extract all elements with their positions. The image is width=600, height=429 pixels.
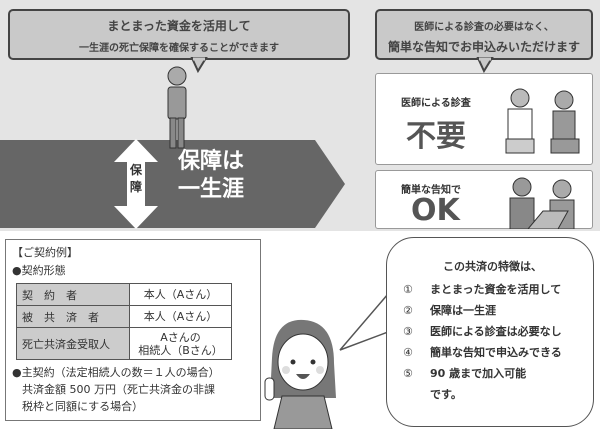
- no-exam-card: 医師による診査 不要: [375, 73, 593, 165]
- side-label: 保障: [129, 163, 142, 194]
- elderly-man-illustration: [167, 66, 187, 149]
- doctor-patient-illustration: [505, 88, 580, 154]
- double-arrow-icon: [114, 139, 158, 229]
- bubble-tail: [476, 57, 494, 73]
- bubble-line: 一生涯の死亡保障を確保することができます: [79, 43, 279, 54]
- table-row: 被 共 済 者本人（Aさん）: [16, 305, 232, 328]
- bubble-tail: [190, 57, 208, 73]
- speech-bubble-tail: [339, 292, 390, 351]
- right-speech-bubble: 医師による診査の必要はなく、 簡単な告知でお申込みいただけます: [375, 9, 593, 60]
- contract-example-box: 【ご契約例】 ●契約形態 契 約 者本人（Aさん） 被 共 済 者本人（Aさん）…: [5, 239, 261, 421]
- simple-notice-card: 簡単な告知で OK: [375, 170, 593, 229]
- consultation-illustration: [509, 177, 575, 229]
- table-row: 契 約 者本人（Aさん）: [16, 283, 232, 306]
- main-contract-text: ●主契約（法定相続人の数＝１人の場合） 共済金額 500 万円（死亡共済金の非課…: [12, 366, 220, 413]
- lifetime-arrow-shape: [0, 140, 345, 228]
- woman-guide-illustration: [264, 319, 336, 429]
- arrow-main-text: 保障は一生涯: [178, 149, 245, 202]
- bubble-line: まとまった資金を活用して: [107, 19, 251, 33]
- left-speech-bubble: まとまった資金を活用して 一生涯の死亡保障を確保することができます: [8, 9, 350, 60]
